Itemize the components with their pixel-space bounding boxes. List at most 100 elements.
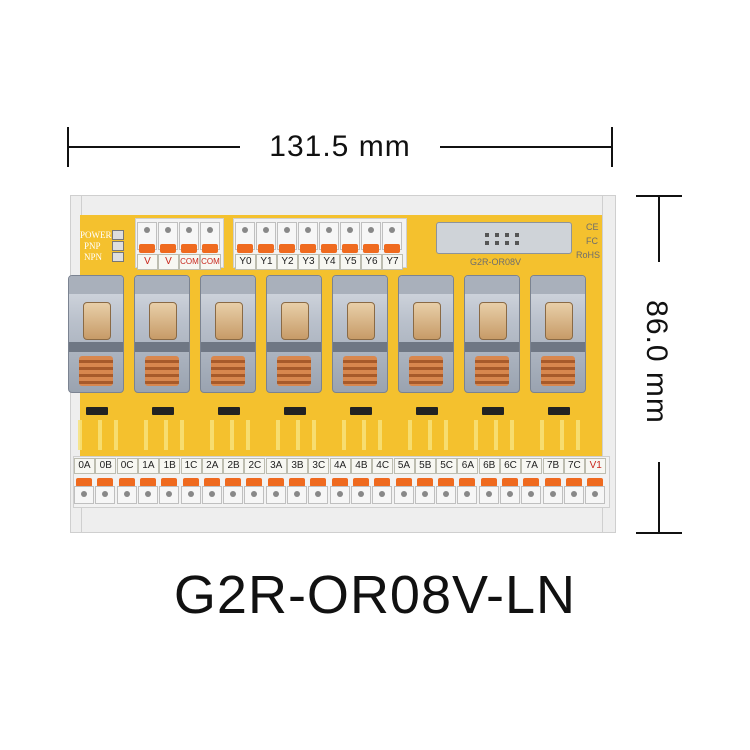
output-screw-terminal[interactable] [95, 486, 116, 504]
output-terminal-lever[interactable] [502, 478, 518, 487]
output-terminal-lever[interactable] [139, 478, 156, 487]
output-terminal-lever[interactable] [416, 478, 433, 487]
signal-terminal-lever[interactable] [258, 244, 274, 253]
output-screw-terminal[interactable] [329, 486, 350, 504]
pcb-trace [408, 420, 412, 450]
output-screw-terminal[interactable] [478, 486, 499, 504]
output-terminal-lever[interactable] [395, 478, 412, 487]
output-screw-terminal[interactable] [180, 486, 201, 504]
power-terminal-lever[interactable] [160, 244, 176, 253]
relay-band [399, 342, 453, 352]
output-screw-terminal[interactable] [563, 486, 584, 504]
output-terminal-lever[interactable] [203, 478, 220, 487]
output-screw-terminal[interactable] [500, 486, 520, 504]
signal-terminal-label: Y4 [319, 254, 340, 270]
output-terminal-lever[interactable] [438, 478, 455, 487]
output-screw-terminal[interactable] [74, 486, 94, 504]
output-screw-terminal[interactable] [414, 486, 435, 504]
output-terminal-lever[interactable] [289, 478, 305, 487]
ribbon-connector[interactable] [436, 222, 572, 254]
signal-screw-terminal[interactable] [235, 222, 255, 250]
output-terminal-label: 1C [180, 458, 202, 474]
pcb-trace [378, 420, 382, 450]
output-terminal-lever[interactable] [587, 478, 604, 487]
signal-terminal-lever[interactable] [342, 244, 358, 253]
power-terminal-label: V [158, 254, 179, 270]
output-screw-terminal[interactable] [350, 486, 371, 504]
output-screw-terminal[interactable] [521, 486, 542, 504]
power-screw-terminal[interactable] [158, 222, 178, 250]
output-terminal-lever[interactable] [310, 478, 327, 487]
output-terminal-lever[interactable] [97, 478, 114, 487]
power-terminal-lever[interactable] [181, 244, 197, 253]
output-terminal-lever[interactable] [374, 478, 391, 487]
output-screw-terminal[interactable] [457, 486, 478, 504]
relay-band [135, 342, 189, 352]
output-screw-terminal[interactable] [308, 486, 329, 504]
output-screw-terminal[interactable] [159, 486, 180, 504]
output-screw-terminal[interactable] [137, 486, 158, 504]
pcb-trace [362, 420, 366, 450]
output-terminal-lever[interactable] [523, 478, 540, 487]
height-label: 86.0 mm [637, 262, 675, 462]
relay-contacts [277, 356, 311, 386]
relay-top [333, 276, 387, 294]
output-screw-terminal[interactable] [372, 486, 393, 504]
signal-terminal-lever[interactable] [363, 244, 379, 253]
output-terminal-lever[interactable] [331, 478, 348, 487]
power-terminal-lever[interactable] [139, 244, 155, 253]
output-terminal-label: 3B [287, 458, 308, 474]
output-screw-terminal[interactable] [287, 486, 307, 504]
output-screw-terminal[interactable] [223, 486, 244, 504]
signal-terminal-lever[interactable] [237, 244, 253, 253]
output-terminal-label: 5A [393, 458, 415, 474]
output-terminal-lever[interactable] [118, 478, 135, 487]
output-terminal-lever[interactable] [352, 478, 369, 487]
relay-coil [347, 302, 375, 340]
output-terminal-lever[interactable] [225, 478, 242, 487]
output-screw-terminal[interactable] [436, 486, 457, 504]
signal-terminal-lever[interactable] [384, 244, 400, 253]
output-screw-terminal[interactable] [265, 486, 286, 504]
signal-terminal-label: Y7 [382, 254, 403, 270]
output-terminal-lever[interactable] [76, 478, 92, 487]
output-screw-terminal[interactable] [244, 486, 265, 504]
pcb-trace [444, 420, 448, 450]
relay [530, 275, 586, 393]
output-screw-terminal[interactable] [201, 486, 222, 504]
power-terminal-lever[interactable] [202, 244, 218, 253]
output-terminal-lever[interactable] [182, 478, 199, 487]
output-terminal-lever[interactable] [459, 478, 476, 487]
output-terminal-lever[interactable] [246, 478, 263, 487]
output-terminal-lever[interactable] [565, 478, 582, 487]
pcb-trace [78, 420, 82, 450]
signal-terminal-lever[interactable] [279, 244, 295, 253]
output-terminal-lever[interactable] [544, 478, 561, 487]
output-terminal-lever[interactable] [267, 478, 284, 487]
connector-pin [505, 233, 509, 237]
signal-terminal-lever[interactable] [300, 244, 316, 253]
power-label: POWER [80, 230, 112, 240]
pcb-trace [474, 420, 478, 450]
pcb-trace [312, 420, 316, 450]
pcb-trace [246, 420, 250, 450]
connector-pin [485, 241, 489, 245]
output-terminal-label: V1 [585, 458, 607, 474]
output-screw-terminal[interactable] [393, 486, 414, 504]
output-terminal-label: 0A [74, 458, 95, 474]
signal-terminal-label: Y3 [298, 254, 319, 270]
rohs-mark: RoHS [576, 250, 601, 260]
relay-coil [83, 302, 111, 340]
signal-terminal-lever[interactable] [321, 244, 337, 253]
power-screw-terminal[interactable] [179, 222, 199, 250]
output-screw-terminal[interactable] [116, 486, 137, 504]
pnp-label: PNP [84, 241, 101, 251]
output-screw-terminal[interactable] [542, 486, 563, 504]
output-terminal-label: 3A [265, 458, 287, 474]
pcb-trace [144, 420, 148, 450]
relay-top [399, 276, 453, 294]
output-terminal-lever[interactable] [161, 478, 178, 487]
output-terminal-lever[interactable] [480, 478, 497, 487]
output-terminal-label: 5B [414, 458, 436, 474]
output-screw-terminal[interactable] [585, 486, 606, 504]
